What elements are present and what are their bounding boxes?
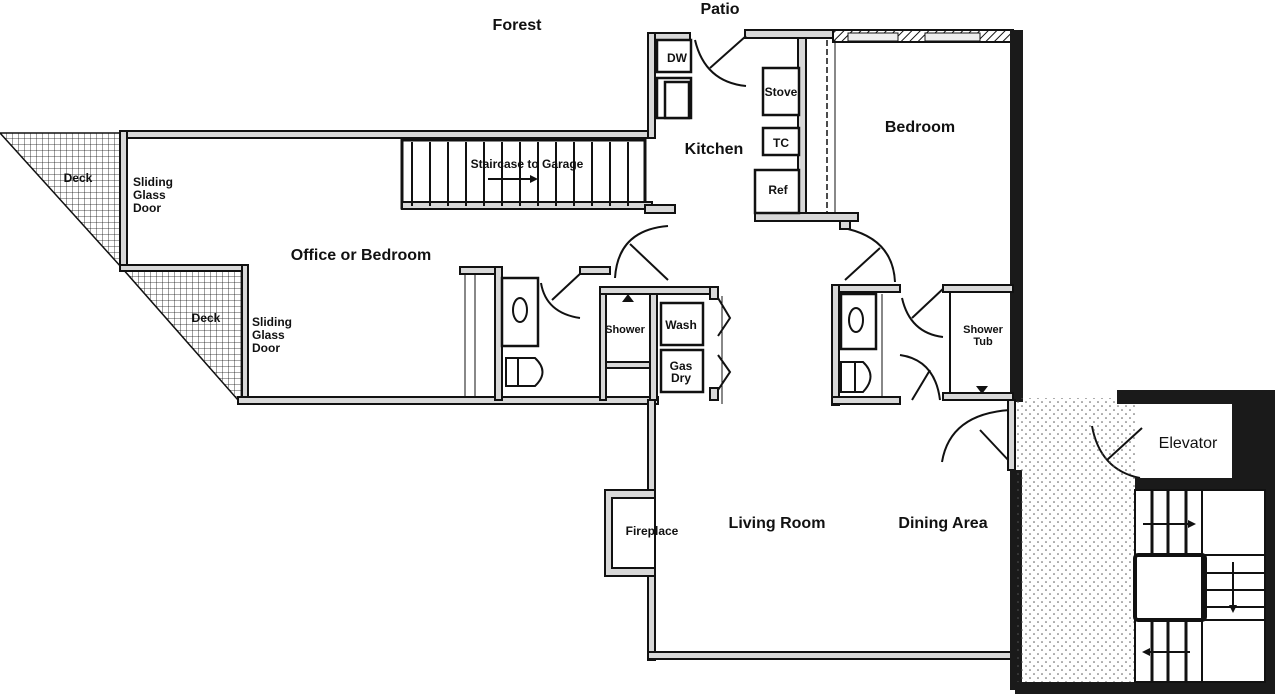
gas-dryer [659,348,705,394]
stair-lobby [1015,390,1275,694]
labels: Forest Patio DW Stove TC Ref Kitchen Bed… [64,1,1218,538]
office-bathroom [459,266,611,401]
label-forest: Forest [493,17,543,34]
dishwasher [655,38,693,74]
elevator-car [1145,405,1232,478]
label-kitchen: Kitchen [685,141,744,158]
deck-top [0,132,123,270]
label-shower: Shower [605,324,645,336]
label-patio: Patio [700,1,739,18]
label-dining-area: Dining Area [898,515,987,532]
staircase-to-garage [400,138,653,210]
label-deck-top: Deck [64,171,93,185]
label-elevator: Elevator [1159,435,1218,452]
refrigerator [753,168,801,215]
label-wash: Wash [665,318,697,332]
stove [761,66,801,117]
label-fireplace: Fireplace [626,524,679,538]
living-room-walls [604,399,1022,690]
sink-basin [663,80,691,120]
trash-compactor [761,126,801,157]
washer [659,301,705,347]
label-office: Office or Bedroom [291,247,431,264]
label-bedroom: Bedroom [885,119,955,136]
bedroom-bathroom [831,284,1014,406]
label-tc: TC [773,136,789,150]
label-living-room: Living Room [729,515,826,532]
label-stove: Stove [765,85,798,99]
kitchen-walls [644,29,1023,402]
label-deck-bottom: Deck [192,311,221,325]
label-ref: Ref [768,183,788,197]
laundry-walls [599,286,732,404]
deck-bottom [120,267,246,401]
label-dw: DW [667,51,688,65]
label-staircase: Staircase to Garage [471,157,584,171]
